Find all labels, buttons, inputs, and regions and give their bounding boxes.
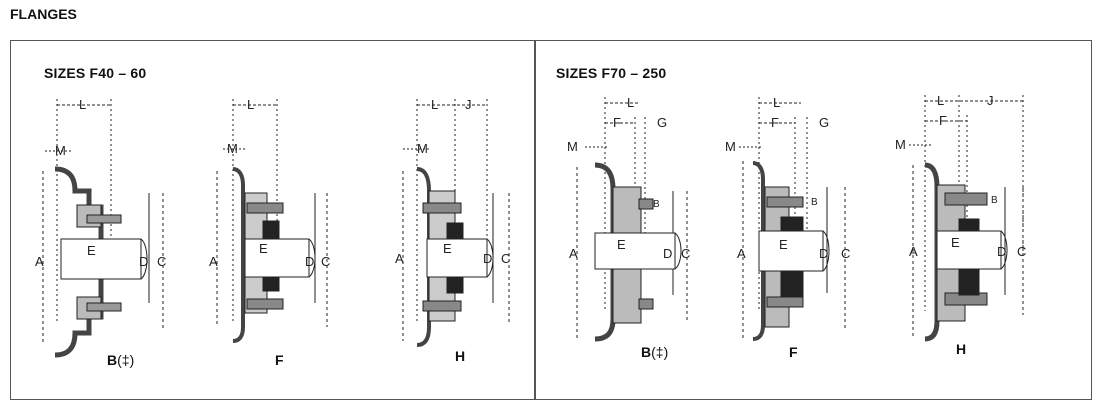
panel-sizes-f40-60: SIZES F40 – 60 L M A E <box>10 40 536 400</box>
dim-label-e: E <box>87 243 96 258</box>
dim-label-d: D <box>483 251 492 266</box>
dim-label-a: A <box>569 246 578 261</box>
dim-label-l: L <box>79 97 86 112</box>
dim-label-d: D <box>305 254 314 269</box>
dim-label-e: E <box>443 241 452 256</box>
dim-label-c: C <box>321 254 330 269</box>
drawing-flange-h-large: L J F M A E D C B <box>895 41 1065 361</box>
dim-label-m: M <box>895 137 906 152</box>
dim-label-m: M <box>227 141 238 156</box>
dim-label-e: E <box>259 241 268 256</box>
dim-label-e: E <box>779 237 788 252</box>
dim-label-e: E <box>617 237 626 252</box>
caption-h: H <box>455 348 466 364</box>
dim-label-m: M <box>417 141 428 156</box>
dim-label-c: C <box>681 246 690 261</box>
dim-label-c: C <box>157 254 166 269</box>
page-heading: FLANGES <box>10 6 77 22</box>
dim-label-l: L <box>773 95 780 110</box>
caption-b: B(‡) <box>641 344 669 360</box>
drawing-flange-f-small: L M A E D C <box>207 41 347 361</box>
dim-label-m: M <box>567 139 578 154</box>
dim-label-b: B <box>811 197 818 208</box>
dim-label-b: B <box>653 199 660 210</box>
dim-label-f: F <box>939 113 947 128</box>
dim-label-d: D <box>663 246 672 261</box>
dim-label-d: D <box>139 254 148 269</box>
dim-label-c: C <box>501 251 510 266</box>
dim-label-a: A <box>909 244 918 259</box>
dim-label-b: B <box>991 195 998 206</box>
dim-label-a: A <box>35 254 44 269</box>
dim-label-m: M <box>725 139 736 154</box>
dim-label-a: A <box>737 246 746 261</box>
dim-label-d: D <box>819 246 828 261</box>
caption-b: B(‡) <box>107 352 135 368</box>
drawing-flange-b-large: L F G M A E D C B <box>555 41 705 361</box>
dim-label-f: F <box>613 115 621 130</box>
dim-label-c: C <box>1017 244 1026 259</box>
dim-label-j: J <box>987 93 994 108</box>
dim-label-g: G <box>819 115 829 130</box>
drawing-flange-b-small: L M A E D C <box>31 41 181 361</box>
drawing-flange-f-large: L F G M A E D C B <box>723 41 873 361</box>
panel-title: SIZES F40 – 60 <box>44 65 147 81</box>
drawing-flange-h-small: L J M A E D C <box>387 41 527 361</box>
panel-sizes-f70-250: SIZES F70 – 250 L F G <box>534 40 1092 400</box>
dim-label-c: C <box>841 246 850 261</box>
caption-f: F <box>275 352 284 368</box>
dim-label-e: E <box>951 235 960 250</box>
caption-f: F <box>789 344 798 360</box>
dim-label-g: G <box>657 115 667 130</box>
dim-label-m: M <box>55 143 66 158</box>
dim-label-a: A <box>395 251 404 266</box>
dim-label-l: L <box>247 97 254 112</box>
dim-label-d: D <box>997 244 1006 259</box>
dim-label-l: L <box>627 95 634 110</box>
dim-label-j: J <box>465 97 472 112</box>
caption-h: H <box>956 341 967 357</box>
dim-label-l: L <box>431 97 438 112</box>
panel-title: SIZES F70 – 250 <box>556 65 667 81</box>
dim-label-l: L <box>937 93 944 108</box>
dim-label-f: F <box>771 115 779 130</box>
dim-label-a: A <box>209 254 218 269</box>
